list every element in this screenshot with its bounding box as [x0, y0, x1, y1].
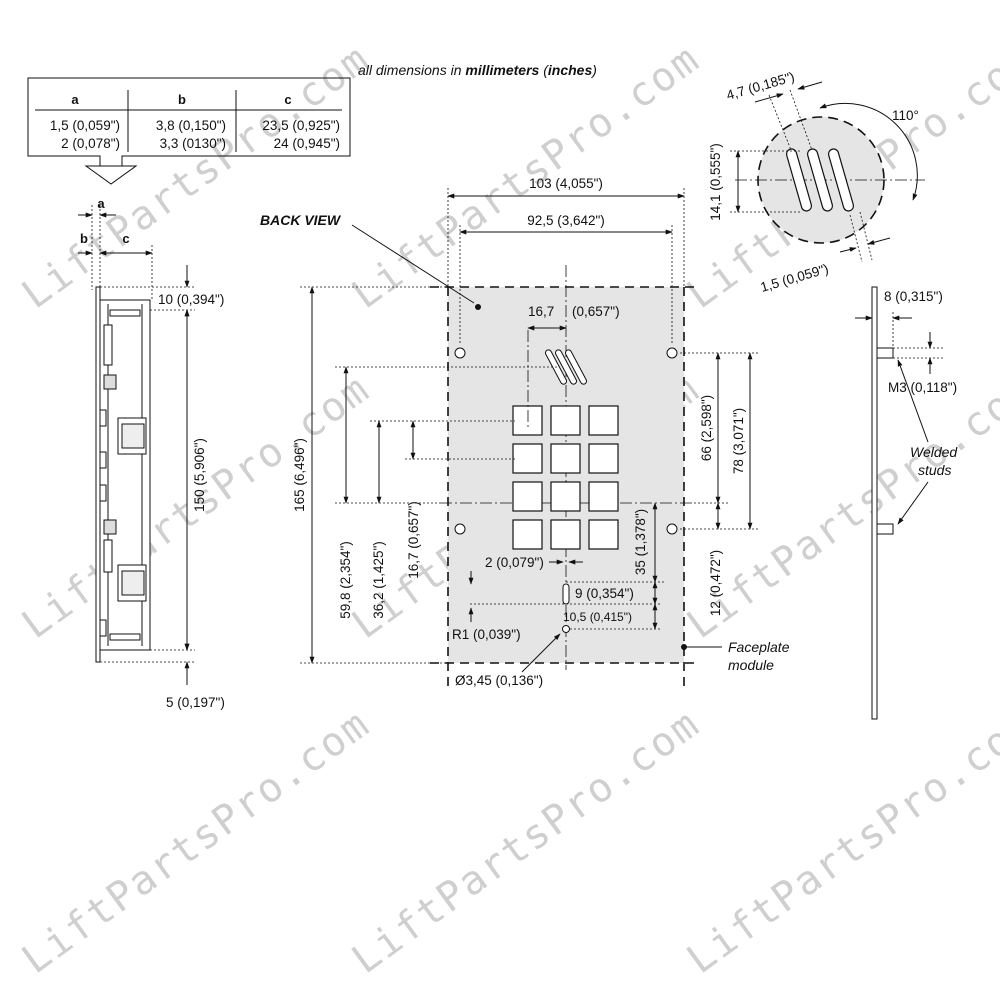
side-label-c: c [122, 231, 129, 246]
dim-12: 12 (0,472") [708, 550, 723, 616]
table-cell: 3,8 (0,150") [156, 118, 226, 133]
table-cell: 2 (0,078") [61, 136, 120, 151]
watermark: LiftPartsPro.com [14, 701, 379, 984]
dim-slot-length: 9 (0,354") [575, 586, 634, 601]
dim-side-height: 150 (5,906") [192, 438, 207, 512]
dim-detail-slot-length: 14,1 (0,555") [708, 143, 723, 221]
watermark: LiftPartsPro.com [344, 701, 709, 984]
units-note-paren-open: ( [539, 62, 549, 78]
dimension-table: a b c 1,5 (0,059") 3,8 (0,150") 23,5 (0,… [27, 77, 351, 185]
units-note-unit: millimeters [465, 62, 539, 78]
dim-side-bottom: 5 (0,197") [166, 695, 225, 710]
table-header-c: c [284, 92, 291, 107]
table-cell: 1,5 (0,059") [50, 118, 120, 133]
side-label-b: b [80, 231, 88, 246]
dim-59-8: 59,8 (2,354") [338, 541, 353, 619]
dim-slot-width: 2 (0,079") [485, 555, 544, 570]
faceplate-label-2: module [728, 657, 774, 673]
side-label-a: a [97, 196, 105, 211]
side-view: a b c 10 (0,394") 150 (5,906") 5 (0,197"… [78, 196, 225, 710]
faceplate-label-1: Faceplate [728, 639, 790, 655]
dim-35: 35 (1,378") [633, 509, 648, 575]
dim-66: 66 (2,598") [699, 395, 714, 461]
table-header-a: a [71, 92, 79, 107]
dim-key-pitch-h: 16,7 [528, 304, 554, 319]
dim-radius: R1 (0,039") [452, 627, 521, 642]
back-view: BACK VIEW 103 (4,055") 92,5 (3,642") 16,… [260, 176, 790, 690]
dim-slot-pitch: 4,7 (0,185") [725, 69, 797, 103]
watermark: LiftPartsPro.com [679, 366, 1000, 649]
units-note: all dimensions in millimeters (inches) [358, 62, 597, 78]
dim-angle: 110° [892, 108, 919, 123]
table-cell: 24 (0,945") [274, 136, 340, 151]
dim-36-2: 36,2 (1,425") [371, 541, 386, 619]
welded-studs-label-1: Welded [910, 444, 958, 460]
dim-10-5: 10,5 (0,415") [563, 610, 632, 624]
welded-studs-label-2: studs [918, 462, 951, 478]
dim-overall-height: 165 (6,496") [292, 438, 307, 512]
units-note-unit-alt: inches [548, 62, 593, 78]
units-note-paren-close: ) [590, 62, 597, 78]
watermark: LiftPartsPro.com [679, 701, 1000, 984]
dim-stud-length: 8 (0,315") [884, 289, 943, 304]
table-header-b: b [178, 92, 186, 107]
back-view-title: BACK VIEW [260, 212, 342, 228]
dim-key-pitch-h-inch: (0,657") [572, 304, 620, 319]
dim-hole-spacing: 92,5 (3,642") [527, 213, 605, 228]
table-cell: 23,5 (0,925") [262, 118, 340, 133]
keypad [512, 405, 619, 550]
dim-hole-diameter: Ø3,45 (0,136") [455, 673, 543, 688]
dim-thread: M3 (0,118") [888, 380, 957, 395]
dim-78: 78 (3,071") [731, 408, 746, 474]
stud-view: 8 (0,315") M3 (0,118") Welded studs [855, 286, 958, 720]
dim-overall-width: 103 (4,055") [529, 176, 603, 191]
table-cell: 3,3 (0130") [160, 136, 226, 151]
dim-side-top: 10 (0,394") [158, 292, 224, 307]
units-note-prefix: all dimensions in [358, 62, 465, 78]
dim-key-pitch-v: 16,7 (0,657") [406, 501, 421, 579]
